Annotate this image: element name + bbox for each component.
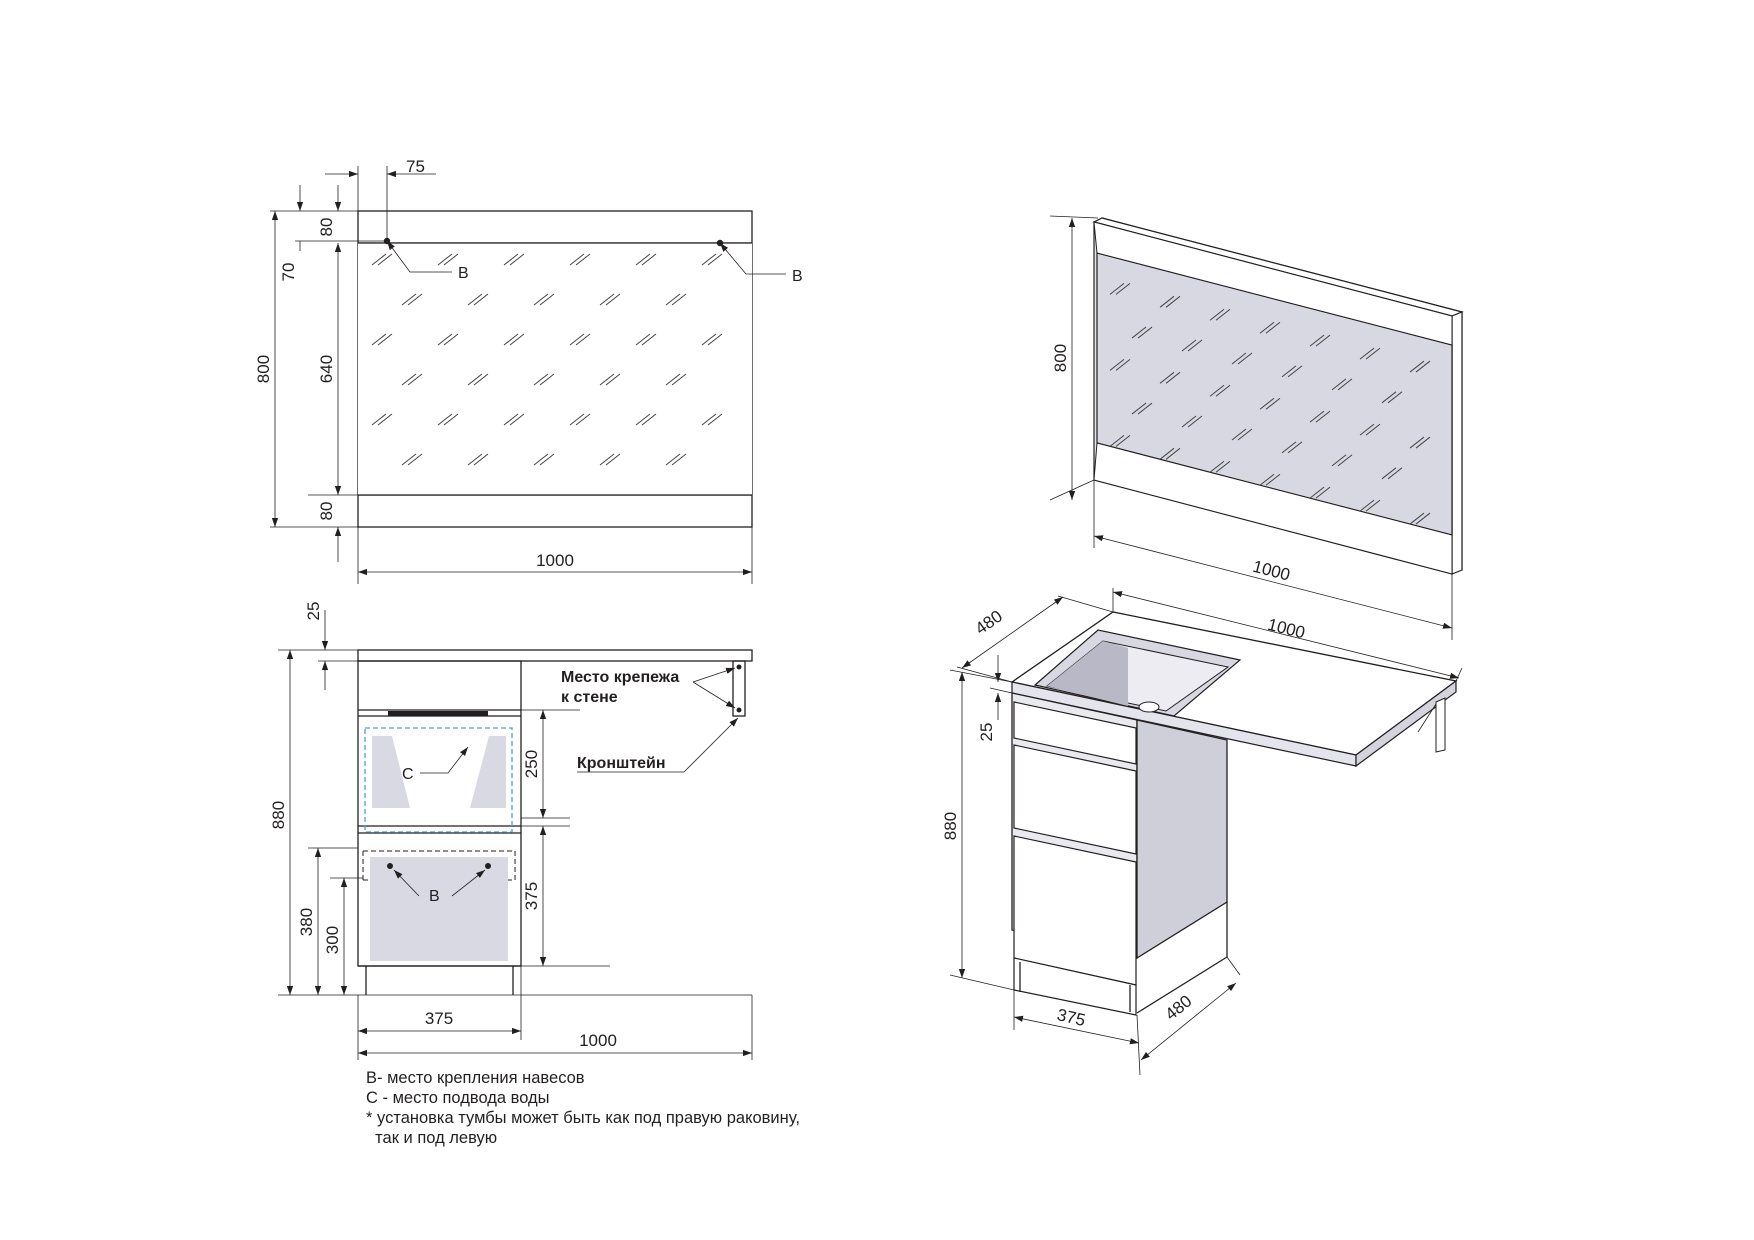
cabinet-iso-view: 480 1000 25 880 375 480 bbox=[941, 588, 1463, 1076]
wall-mount-label-1: Место крепежа bbox=[561, 669, 679, 686]
dim-mirror-offset: 75 bbox=[406, 157, 425, 176]
water-inlet-label: C bbox=[402, 766, 414, 783]
iso-mirror-hatching bbox=[1109, 282, 1431, 525]
dim-lower-zone: 375 bbox=[522, 882, 541, 910]
legend-line-note: * установка тумбы может быть как под пра… bbox=[366, 1109, 800, 1127]
dim-hinge-380: 380 bbox=[297, 908, 316, 936]
bracket-label: Кронштейн bbox=[577, 755, 666, 772]
dim-total-width: 1000 bbox=[579, 1031, 617, 1050]
dim-cabinet-width: 375 bbox=[425, 1009, 453, 1028]
dim-iso-mirror-width: 1000 bbox=[1251, 557, 1292, 585]
dim-bottom-frame: 80 bbox=[317, 502, 336, 521]
dim-iso-top-thickness: 25 bbox=[977, 723, 996, 742]
mirror-iso-view: 800 1000 bbox=[1049, 215, 1464, 640]
dim-iso-cabinet-height: 880 bbox=[941, 812, 960, 840]
dim-mirror-width: 1000 bbox=[536, 551, 574, 570]
mirror-glass-hatching bbox=[371, 253, 723, 466]
legend-line-note-cont: так и под левую bbox=[366, 1129, 498, 1147]
hinge-label-left: B bbox=[458, 265, 469, 282]
dim-iso-cabinet-depth: 480 bbox=[1162, 991, 1196, 1024]
dim-glass-height: 640 bbox=[317, 355, 336, 383]
cabinet-front-view: C B Место крепежа к стене Кронштейн 2 bbox=[269, 602, 753, 1060]
dim-iso-top-depth: 480 bbox=[972, 607, 1006, 639]
hinge-panel bbox=[370, 857, 508, 961]
legend-line-water: С - место подвода воды bbox=[366, 1089, 550, 1107]
water-inlet-zone-right bbox=[470, 736, 506, 808]
mirror-front-view: B B 75 800 70 80 640 80 1000 bbox=[254, 157, 803, 584]
dim-iso-top-width: 1000 bbox=[1266, 615, 1307, 643]
hinge-label-right: B bbox=[792, 268, 803, 285]
dim-hinge-300: 300 bbox=[323, 926, 342, 954]
dim-mirror-height: 800 bbox=[254, 355, 273, 383]
dim-top-thickness: 25 bbox=[304, 602, 323, 621]
dim-bolt-offset: 70 bbox=[279, 263, 298, 282]
water-inlet-zone-left bbox=[372, 736, 410, 808]
dim-pipe-zone: 250 bbox=[522, 750, 541, 778]
legend-line-hinge: В- место крепления навесов bbox=[366, 1069, 585, 1087]
hinge-label-cabinet: B bbox=[429, 888, 440, 905]
dim-iso-mirror-height: 800 bbox=[1051, 344, 1070, 372]
dim-cabinet-height: 880 bbox=[269, 801, 288, 829]
legend: В- место крепления навесов С - место под… bbox=[366, 1068, 926, 1148]
wall-mount-label-2: к стене bbox=[561, 689, 618, 706]
dim-top-frame: 80 bbox=[317, 218, 336, 237]
